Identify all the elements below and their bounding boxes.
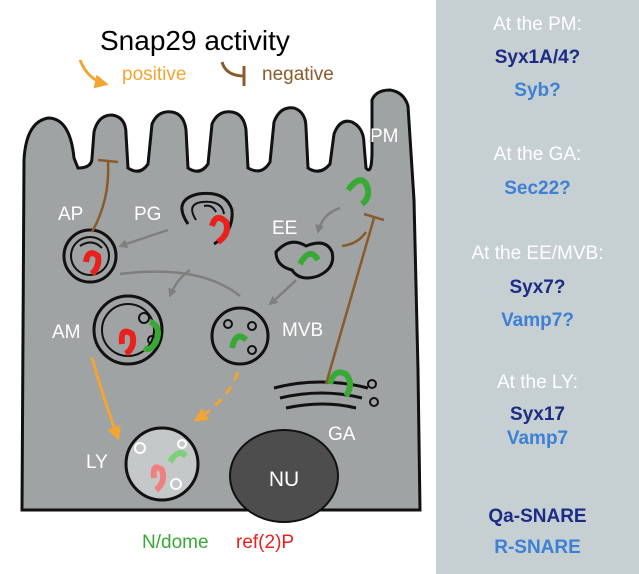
lysosome [124,426,200,502]
positive-mvb-to-ly [193,371,240,422]
golgi-apparatus [273,369,379,410]
positive-arrow [78,59,109,89]
ap-label: AP [58,204,83,225]
ly-r-snare: Vamp7 [506,428,569,449]
amphisome [92,294,164,366]
ly-heading: At the LY: [497,372,578,393]
multivesicular-body [210,306,270,366]
pm-label: PM [370,126,399,147]
ee-label: EE [272,218,297,239]
negative-ee-branch [341,231,368,248]
ref2p-legend-label: ref(2)P [236,532,294,553]
ee-mvb-r-snare: Vamp7? [501,310,574,331]
pg-label: PG [134,204,161,225]
nucleus [229,429,339,523]
mvb-label: MVB [282,320,323,341]
autophagosome [62,228,118,284]
arrow-ap-to-am-head [168,268,191,298]
early-endosome [274,240,335,280]
arrow-pm-to-ee [315,206,341,234]
arrow-ee-to-mvb [268,279,297,306]
r-snare-key: R-SNARE [494,537,581,558]
ly-qa-snare: Syx17 [510,404,565,425]
nucleus-label: NU [269,468,299,491]
negative-symbol [220,61,246,86]
snare-side-panel: At the PM: Syx1A/4? Syb? At the GA: Sec2… [436,0,639,574]
negative-ap-branch [90,158,119,233]
arrow-pg-to-ap [118,228,169,248]
pm-r-snare: Syb? [514,80,561,101]
positive-am-to-ly [90,357,121,441]
cell-outline [20,88,422,512]
ndome-legend-label: N/dome [142,532,209,553]
positive-label: positive [122,64,186,85]
ga-heading: At the GA: [493,144,582,165]
ee-mvb-heading: At the EE/MVB: [471,243,604,264]
pm-qa-snare: Syx1A/4? [494,47,581,68]
qa-snare-key: Qa-SNARE [488,506,587,527]
pm-heading: At the PM: [493,14,582,35]
arrow-ap-to-am [119,270,241,297]
negative-label: negative [262,64,334,85]
ly-label: LY [86,452,108,473]
pm-ndome [345,177,372,207]
diagram-title: Snap29 activity [100,25,290,56]
phagophore [180,191,234,246]
am-label: AM [52,322,81,343]
negative-ga-branch [324,212,385,385]
ee-mvb-qa-snare: Syx7? [509,277,566,298]
ga-label: GA [328,424,356,445]
ga-r-snare: Sec22? [504,178,571,199]
